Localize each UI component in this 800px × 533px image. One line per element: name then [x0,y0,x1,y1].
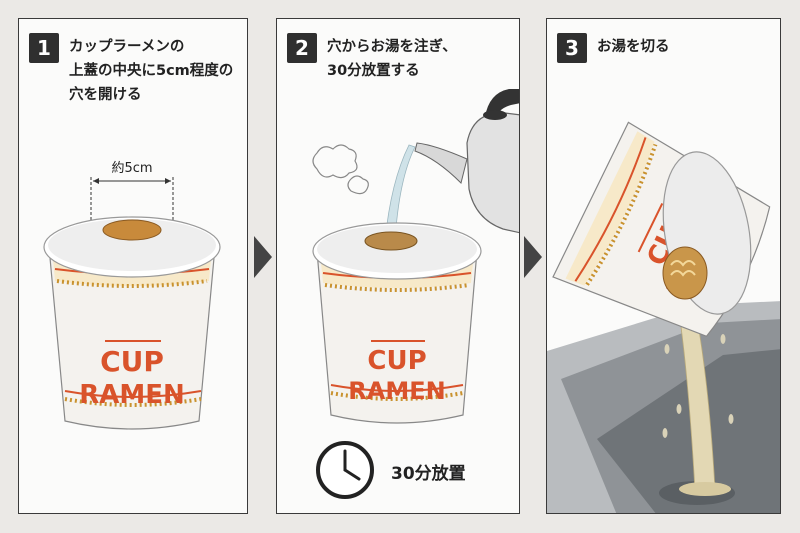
step-1-line-1: カップラーメンの [69,39,185,55]
sink-icon [547,301,780,513]
arrow-right-icon [254,236,272,278]
measure-bracket [90,177,174,225]
step-panel-1: 1 カップラーメンの 上蓋の中央に5cm程度の 穴を開ける 約5cm CUP R… [18,18,248,514]
cup-logo-cup: CUP [100,345,164,378]
step-2-line-1: 穴からお湯を注ぎ、 [327,39,457,55]
steam-icon [312,144,369,195]
step-2-line-2: 30分放置する [327,63,420,79]
step-panel-2: 2 穴からお湯を注ぎ、 30分放置する CUP RAMEN [276,18,520,514]
lid-hole [102,219,162,241]
step-number-2: 2 [287,33,317,63]
step-2-instruction: 穴からお湯を注ぎ、 30分放置する [327,35,457,83]
step-number-3: 3 [557,33,587,63]
kettle-icon [414,89,519,234]
arrow-right-icon [524,236,542,278]
cup-logo-ramen: RAMEN [348,377,445,405]
step-number-1: 1 [29,33,59,63]
measure-label: 約5cm [111,161,152,176]
timer-label: 30分放置 [391,464,466,484]
step-1-line-3: 穴を開ける [69,87,142,103]
step-3-line-1: お湯を切る [597,39,670,55]
cup-illustration-2: CUP RAMEN [312,89,519,499]
cup-logo-ramen: RAMEN [79,380,185,410]
cup-logo-cup: CUP [367,346,426,376]
step-1-line-2: 上蓋の中央に5cm程度の [69,63,234,79]
step-panel-3: 3 お湯を切る CUP RAMEN [546,18,781,514]
cup-illustration-1: 約5cm CUP RAMEN [43,161,221,430]
clock-icon [316,441,374,499]
drain-illustration: CUP RAMEN [547,121,780,513]
step-3-instruction: お湯を切る [597,35,670,59]
step-1-instruction: カップラーメンの 上蓋の中央に5cm程度の 穴を開ける [69,35,233,107]
